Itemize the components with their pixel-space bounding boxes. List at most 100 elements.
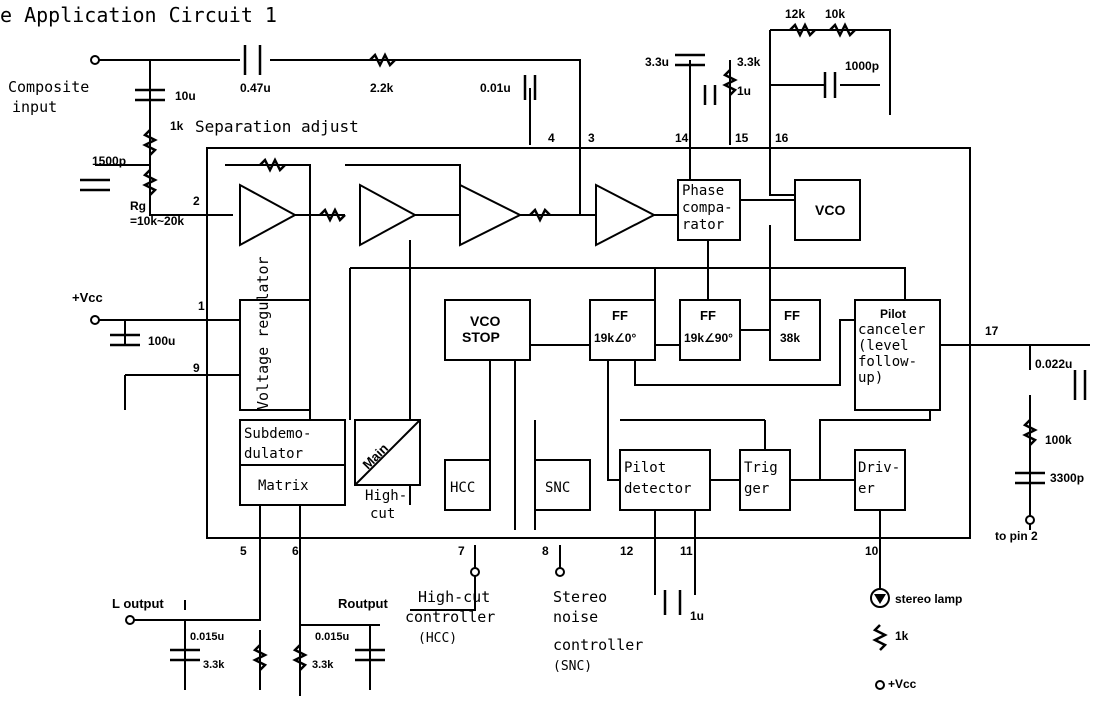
amp-4-icon bbox=[595, 183, 657, 247]
resistor-icon bbox=[1022, 419, 1038, 446]
pin-14: 14 bbox=[675, 131, 689, 145]
high-cut-line1: High- bbox=[365, 488, 407, 504]
wire bbox=[575, 267, 906, 300]
resistor-icon bbox=[722, 69, 738, 96]
label-c-1u-top: 1u bbox=[737, 84, 751, 98]
resistor-icon bbox=[829, 22, 856, 38]
ff-19k-0-block bbox=[589, 299, 656, 361]
resistor-icon bbox=[292, 644, 308, 671]
label-separation: Separation adjust bbox=[195, 117, 359, 136]
label-c-001: 0.01u bbox=[480, 81, 511, 95]
resistor-icon bbox=[369, 52, 396, 68]
terminal-icon bbox=[90, 315, 100, 325]
trigger-line2: ger bbox=[744, 481, 769, 497]
pin-2: 2 bbox=[193, 194, 200, 208]
main-diagonal bbox=[354, 419, 421, 486]
trigger-block bbox=[739, 449, 791, 511]
label-c-1500p: 1500p bbox=[92, 154, 126, 168]
snc-ctrl-line4: (SNC) bbox=[553, 659, 592, 674]
label-r-1k-lamp: 1k bbox=[895, 629, 909, 643]
label-c-1u-bot: 1u bbox=[690, 609, 704, 623]
matrix-block bbox=[239, 464, 346, 506]
label-r-1k-sep: 1k bbox=[170, 119, 184, 133]
label-rg: Rg bbox=[130, 199, 146, 213]
subdemodulator-block bbox=[239, 419, 346, 466]
label-vcc: +Vcc bbox=[72, 290, 103, 305]
resistor-icon bbox=[529, 207, 551, 223]
pin-5: 5 bbox=[240, 544, 247, 558]
pin-6: 6 bbox=[292, 544, 299, 558]
snc-ctrl-line3: controller bbox=[553, 636, 643, 654]
pin-4: 4 bbox=[548, 131, 555, 145]
amplifiers bbox=[239, 183, 657, 247]
label-vcc-bot: +Vcc bbox=[888, 677, 917, 691]
label-c-r: 0.015u bbox=[315, 631, 349, 643]
ff1-line1: FF bbox=[612, 308, 628, 323]
label-r-33k: 3.3k bbox=[737, 55, 761, 69]
ff2-line1: FF bbox=[700, 308, 716, 323]
driver-block bbox=[854, 449, 906, 511]
label-r-in: 2.2k bbox=[370, 81, 394, 95]
voltage-regulator-label: Voltage regulator bbox=[254, 256, 272, 410]
terminal-icon bbox=[470, 567, 480, 577]
label-stereo-lamp: stereo lamp bbox=[895, 592, 962, 606]
label-r-r: 3.3k bbox=[312, 659, 334, 671]
phase-comp-line2: compa- bbox=[682, 200, 733, 216]
hcc-ctrl-line1: High-cut bbox=[418, 588, 490, 606]
ff2-line2: 19k∠90° bbox=[684, 331, 733, 345]
label-c-in: 0.47u bbox=[240, 81, 271, 95]
vco-label: VCO bbox=[815, 202, 845, 218]
terminal-icon bbox=[125, 615, 135, 625]
stereo-lamp-icon bbox=[870, 588, 890, 608]
vco-block bbox=[794, 179, 861, 241]
phase-comp-line1: Phase bbox=[682, 183, 724, 199]
label-composite: Composite bbox=[8, 78, 89, 96]
pin-10: 10 bbox=[865, 544, 879, 558]
hcc-ctrl-line3: (HCC) bbox=[418, 631, 457, 646]
pin-8: 8 bbox=[542, 544, 549, 558]
wire bbox=[634, 319, 855, 386]
resistor-icon bbox=[319, 207, 346, 223]
matrix-label: Matrix bbox=[258, 478, 309, 494]
labels: e Application Circuit 1 Composite input … bbox=[0, 3, 1084, 691]
driver-line2: er bbox=[858, 481, 875, 497]
pilot-canceler-line1: Pilot bbox=[880, 307, 906, 321]
snc-ctrl-line1: Stereo bbox=[553, 588, 607, 606]
pin-12: 12 bbox=[620, 544, 634, 558]
label-l-output: L output bbox=[112, 596, 164, 611]
vco-stop-line2: STOP bbox=[462, 329, 500, 345]
blocks bbox=[239, 179, 941, 511]
phase-comparator-block bbox=[677, 179, 741, 241]
resistor-icon bbox=[142, 169, 158, 196]
label-input: input bbox=[12, 98, 57, 116]
label-r-output: Routput bbox=[338, 596, 388, 611]
pin-17: 17 bbox=[985, 324, 999, 338]
ic-outline bbox=[206, 147, 971, 539]
pin-1: 1 bbox=[198, 299, 205, 313]
resistor-icon bbox=[142, 129, 158, 156]
passives bbox=[80, 22, 1087, 671]
snc-ctrl-line2: noise bbox=[553, 608, 598, 626]
resistor-icon bbox=[252, 644, 268, 671]
vco-stop-block bbox=[444, 299, 531, 361]
ff3-line2: 38k bbox=[780, 331, 800, 345]
wire bbox=[940, 344, 1031, 370]
wire bbox=[270, 59, 596, 216]
pin-16: 16 bbox=[775, 131, 789, 145]
wire bbox=[410, 575, 476, 611]
label-rg-val: =10k~20k bbox=[130, 214, 184, 228]
pilot-canceler-line5: up) bbox=[858, 370, 883, 386]
amp-2-icon bbox=[359, 183, 418, 247]
pin-15: 15 bbox=[735, 131, 749, 145]
pin-9: 9 bbox=[193, 361, 200, 375]
resistor-icon bbox=[259, 157, 286, 173]
terminal-icon bbox=[90, 55, 100, 65]
label-r-l: 3.3k bbox=[203, 659, 225, 671]
pin-7: 7 bbox=[458, 544, 465, 558]
label-r-12k: 12k bbox=[785, 7, 805, 21]
resistor-icon bbox=[872, 624, 888, 651]
terminal-icon bbox=[875, 680, 885, 690]
snc-label: SNC bbox=[545, 480, 570, 496]
pin-3: 3 bbox=[588, 131, 595, 145]
